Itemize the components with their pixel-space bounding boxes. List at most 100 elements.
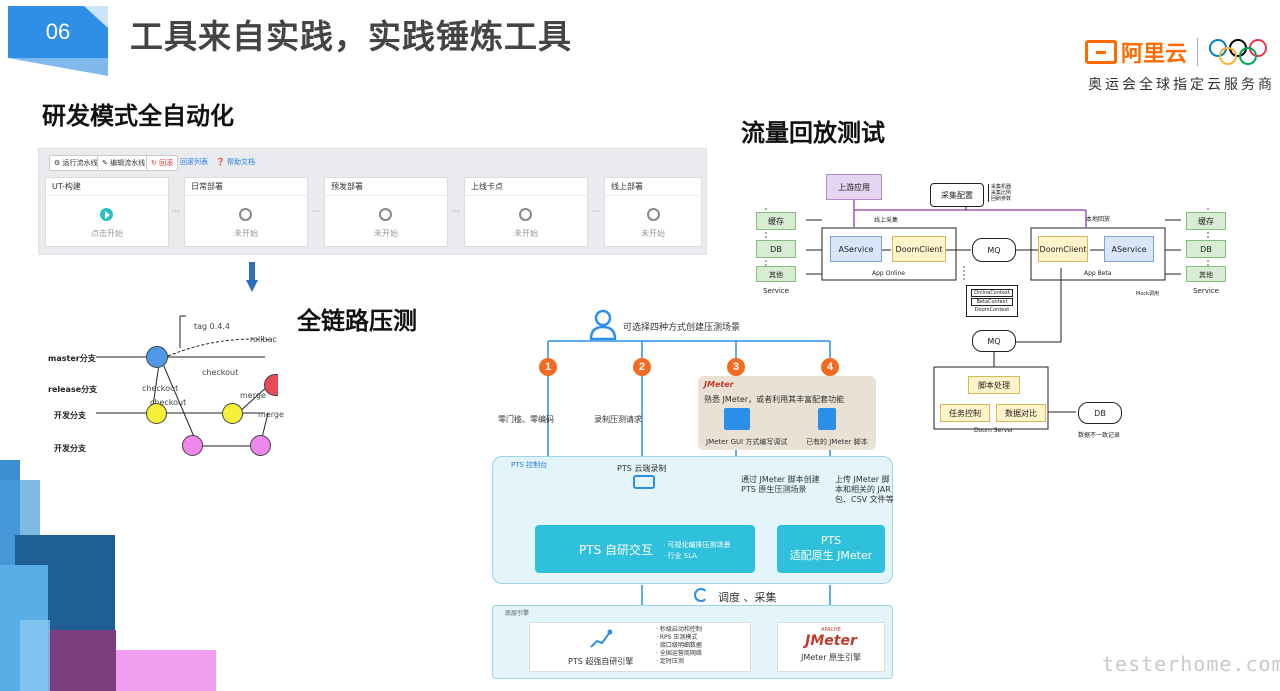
rollback-label: rollbac bbox=[250, 335, 277, 344]
brand-logo: 阿里云 bbox=[1085, 36, 1268, 68]
stage-title: 上线卡点 bbox=[471, 182, 503, 191]
checkout-label: checkout bbox=[202, 368, 239, 377]
edit-pipeline-button[interactable]: ✎ 编辑流水线 bbox=[97, 155, 151, 171]
section-number-tab: 06 bbox=[8, 6, 108, 58]
db-cylinder: DB bbox=[1078, 402, 1122, 424]
jmeter-engine-label: JMeter 原生引擎 bbox=[800, 653, 862, 662]
step2-text: 录制压测请求 bbox=[594, 415, 642, 424]
aliyun-logo-icon bbox=[1085, 40, 1117, 64]
step-badge: 2 bbox=[633, 358, 651, 376]
commit-node bbox=[250, 435, 271, 456]
pipeline-stage[interactable]: 线上部署 未开始 bbox=[604, 177, 702, 247]
app-beta-label: App Beta bbox=[1084, 270, 1112, 277]
branch-label: release分支 bbox=[48, 385, 98, 394]
stage-connector: ··· bbox=[452, 207, 460, 216]
run-pipeline-button[interactable]: ⚙ 运行流水线 bbox=[49, 155, 103, 171]
pipeline-panel: ⚙ 运行流水线 ✎ 编辑流水线 ↻ 回滚 回滚列表 ❓ 帮助文档 UT-构建 点… bbox=[38, 148, 707, 255]
section-title-automation: 研发模式全自动化 bbox=[42, 102, 234, 130]
clock-icon bbox=[647, 208, 660, 221]
doomclient-online-box: DoomClient bbox=[892, 236, 946, 262]
db-box-right: DB bbox=[1186, 240, 1226, 258]
jmeter-desc: 熟悉 JMeter，或者利用其丰富配套功能 bbox=[704, 395, 845, 404]
stage-status: 未开始 bbox=[514, 229, 538, 238]
online-context: OnlineContext bbox=[971, 289, 1013, 297]
db-box-left: DB bbox=[756, 240, 796, 258]
script-process-box: 脚本处理 bbox=[968, 376, 1020, 394]
inconsistent-record-label: 数据不一致记录 bbox=[1078, 432, 1121, 439]
collect-config-box: 采集配置 bbox=[930, 183, 984, 207]
pipeline-stage[interactable]: 上线卡点 未开始 bbox=[464, 177, 588, 247]
git-graph-lines bbox=[96, 315, 273, 447]
stage-status: 点击开始 bbox=[91, 229, 123, 238]
pipeline-stage[interactable]: 预发部署 未开始 bbox=[324, 177, 448, 247]
branch-label: 开发分支 bbox=[54, 411, 86, 420]
pipeline-stage[interactable]: UT-构建 点击开始 bbox=[45, 177, 169, 247]
step3-text: 通过 JMeter 脚本创建 PTS 原生压测场景 bbox=[741, 475, 820, 494]
app-online-label: App Online bbox=[872, 270, 905, 277]
xml-file-icon bbox=[818, 408, 836, 430]
engine-label: 底层引擎 bbox=[505, 610, 530, 617]
brand-tagline: 奥运会全球指定云服务商 bbox=[1088, 77, 1275, 93]
aservice-online-box: AService bbox=[830, 236, 882, 262]
branch-label: master分支 bbox=[48, 354, 96, 363]
stage-title: 预发部署 bbox=[331, 182, 363, 191]
self-engine-box: PTS 超强自研引擎 · 秒级启动和控制 · RPS 压测模式 · 接口级明细数… bbox=[529, 622, 751, 672]
stage-title: UT-构建 bbox=[52, 182, 81, 191]
section-number: 06 bbox=[45, 19, 71, 44]
pts-self-interact-box[interactable]: PTS 自研交互 · 可视化编排压测场景 · 行业 SLA bbox=[535, 525, 755, 573]
native-title: PTS bbox=[820, 534, 842, 547]
self-interact-title: PTS 自研交互 bbox=[579, 543, 653, 557]
stage-title: 日常部署 bbox=[191, 182, 223, 191]
jmeter-option-panel: JMeter 熟悉 JMeter，或者利用其丰富配套功能 JMeter GUI … bbox=[698, 376, 876, 450]
brand-name: 阿里云 bbox=[1121, 42, 1188, 67]
pts-console-panel: PTS 控制台 PTS 云端录制 通过 JMeter 脚本创建 PTS 原生压测… bbox=[492, 456, 894, 584]
rollback-button[interactable]: ↻ 回滚 bbox=[146, 155, 179, 171]
apache-label: APACHE bbox=[821, 627, 841, 633]
merge-label: merge bbox=[240, 391, 266, 400]
data-compare-box: 数据对比 bbox=[996, 404, 1046, 422]
cache-box-left: 缓存 bbox=[756, 212, 796, 230]
jmeter-script-label: 已有的 JMeter 脚本 bbox=[806, 438, 868, 446]
mock-call-label: Mock调用 bbox=[1136, 291, 1160, 297]
pipeline-stage[interactable]: 日常部署 未开始 bbox=[184, 177, 308, 247]
task-control-box: 任务控制 bbox=[940, 404, 990, 422]
doomclient-beta-box: DoomClient bbox=[1038, 236, 1088, 262]
stage-connector: ··· bbox=[172, 207, 180, 216]
self-engine-label: PTS 超强自研引擎 bbox=[568, 657, 634, 666]
pts-native-jmeter-box[interactable]: PTS 适配原生 JMeter bbox=[777, 525, 885, 573]
other-service-box-left: 其他Service bbox=[756, 266, 796, 295]
jmeter-brand: JMeter bbox=[704, 380, 734, 389]
play-icon[interactable] bbox=[100, 208, 113, 221]
commit-node bbox=[264, 374, 278, 396]
monitor-icon bbox=[724, 408, 750, 430]
clock-icon bbox=[519, 208, 532, 221]
commit-node bbox=[182, 435, 203, 456]
step-badge: 1 bbox=[539, 358, 557, 376]
clock-icon bbox=[239, 208, 252, 221]
step-badge: 3 bbox=[727, 358, 745, 376]
online-collect-label: 线上采集 bbox=[874, 217, 899, 224]
engine-panel: 底层引擎 PTS 超强自研引擎 · 秒级启动和控制 · RPS 压测模式 · 接… bbox=[492, 605, 893, 679]
mq-box-2: MQ bbox=[972, 330, 1016, 352]
console-label: PTS 控制台 bbox=[511, 461, 548, 469]
rollback-list-link[interactable]: 回滚列表 bbox=[180, 158, 208, 166]
corner-decoration bbox=[116, 650, 216, 691]
aservice-beta-box: AService bbox=[1104, 236, 1154, 262]
corner-decoration bbox=[20, 620, 50, 691]
stage-title: 线上部署 bbox=[611, 182, 643, 191]
section-title-stress-test: 全链路压测 bbox=[297, 307, 417, 335]
self-feature: · 行业 SLA bbox=[663, 552, 697, 560]
step-badge: 4 bbox=[821, 358, 839, 376]
other-service-box-right: 其他Service bbox=[1186, 266, 1226, 295]
olympic-rings-icon bbox=[1209, 39, 1268, 65]
help-doc-link[interactable]: ❓ 帮助文档 bbox=[216, 158, 255, 166]
git-branch-graph: master分支 release分支 开发分支 开发分支 tag 0.4.4 r… bbox=[40, 300, 284, 465]
native-subtitle: 适配原生 JMeter bbox=[789, 549, 873, 562]
collect-notes: 采集机器采集比例回刷参数 bbox=[988, 184, 1016, 202]
step1-text: 零门槛、零编码 bbox=[498, 415, 554, 424]
commit-node bbox=[146, 403, 167, 424]
doomcontext-label: DoomContext bbox=[974, 307, 1010, 313]
mq-box: MQ bbox=[972, 238, 1016, 262]
stage-connector: ··· bbox=[592, 207, 600, 216]
pts-headline: 可选择四种方式创建压测场景 bbox=[623, 323, 741, 333]
